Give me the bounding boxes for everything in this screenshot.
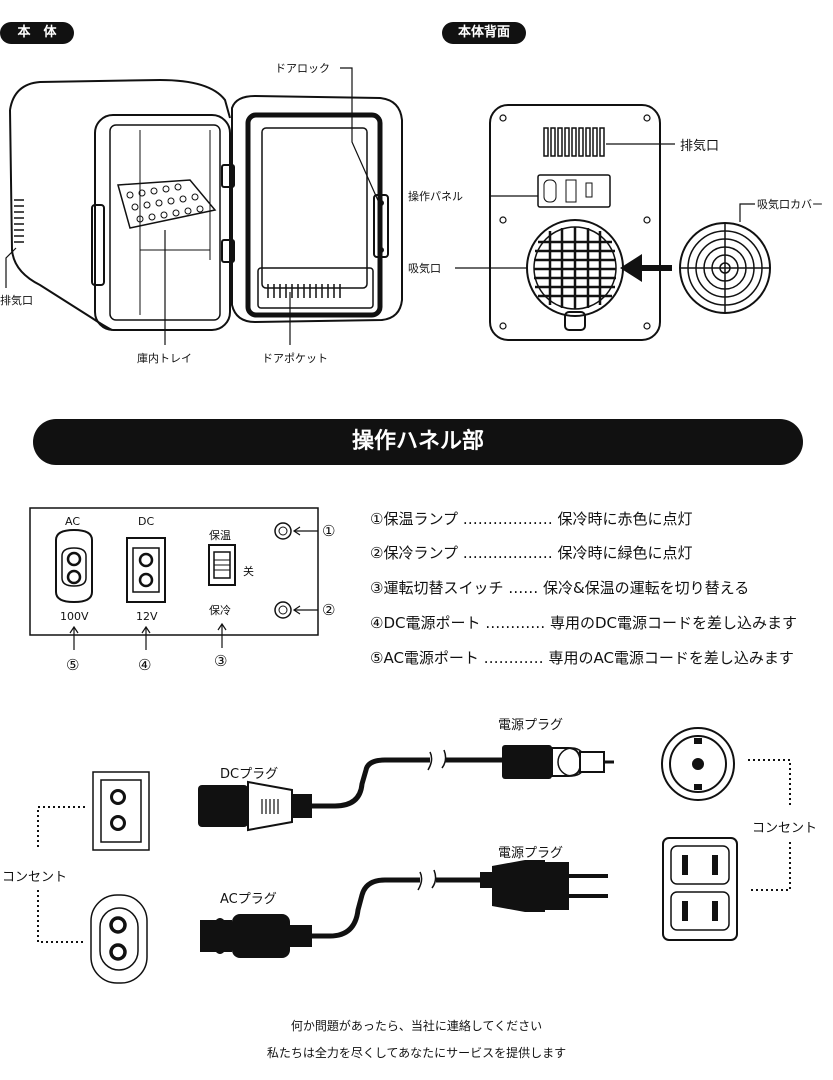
panel-dc-label: DC [138,515,155,528]
wall-outlet-drawing [662,837,738,941]
panel-warm-label: 保温 [209,529,231,542]
ac-outlet-drawing [90,894,148,984]
car-socket-drawing [661,727,735,801]
fridge-door-drawing [231,94,403,324]
left-outlet-dotted-bracket [37,806,85,943]
dc-outlet-drawing [92,771,150,851]
label-dc-plug: DCプラグ [220,767,279,782]
panel-12v-label: 12V [136,610,158,623]
description-mode-switch: ③運転切替スイッチ …… 保冷&保温の運転を切り替える [370,579,750,597]
marker-2: ② [322,601,336,619]
label-power-plug-top: 電源プラグ [498,718,564,733]
description-cool-lamp: ②保冷ランプ ……………… 保冷時に緑色に点灯 [370,544,693,562]
description-ac-port: ⑤AC電源ポート ………… 専用のAC電源コードを差し込みます [370,649,794,667]
panel-cool-label: 保冷 [209,604,231,617]
footer-line-1: 何か問題があったら、当社に連絡してください [290,1019,543,1033]
right-outlet-dotted-bracket [748,759,791,891]
fridge-body-drawing [9,78,235,331]
panel-section-title: 操作ハネル部 [33,419,803,465]
label-back-exhaust: 排気口 [680,139,720,154]
description-warm-lamp: ①保温ランプ ……………… 保冷時に赤色に点灯 [370,510,693,528]
label-door-lock: ドアロック [275,62,330,75]
label-tray: 庫内トレイ [137,352,192,365]
front-leader-lines [5,67,381,345]
front-section-title: 本 体 [0,22,74,44]
marker-3: ③ [214,652,228,670]
label-power-plug-bottom: 電源プラグ [498,846,564,861]
label-outlet-right: コンセント [752,821,818,836]
ac-cord-drawing [200,860,608,958]
control-panel-drawing [29,507,319,650]
marker-1: ① [322,522,336,540]
fridge-back-drawing [489,104,771,341]
panel-ac-label: AC [65,515,81,528]
panel-100v-label: 100V [60,610,89,623]
description-dc-port: ④DC電源ポート ………… 専用のDC電源コードを差し込みます [370,614,798,632]
label-door-pocket: ドアポケット [262,352,328,365]
dc-cord-drawing [198,745,614,832]
label-intake: 吸気口 [408,262,441,275]
label-front-exhaust: 排気口 [0,294,33,307]
marker-4: ④ [138,656,152,674]
label-outlet-left: コンセント [2,870,68,885]
panel-off-label: 关 [243,565,254,578]
label-ac-plug: ACプラグ [220,892,277,907]
back-leader-lines [455,143,755,269]
marker-5: ⑤ [66,656,80,674]
back-section-title: 本体背面 [442,22,526,44]
label-control-panel: 操作パネル [408,190,463,203]
label-intake-cover: 吸気口カバー [757,198,823,211]
footer-line-2: 私たちは全力を尽くしてあなたにサービスを提供します [266,1046,567,1060]
